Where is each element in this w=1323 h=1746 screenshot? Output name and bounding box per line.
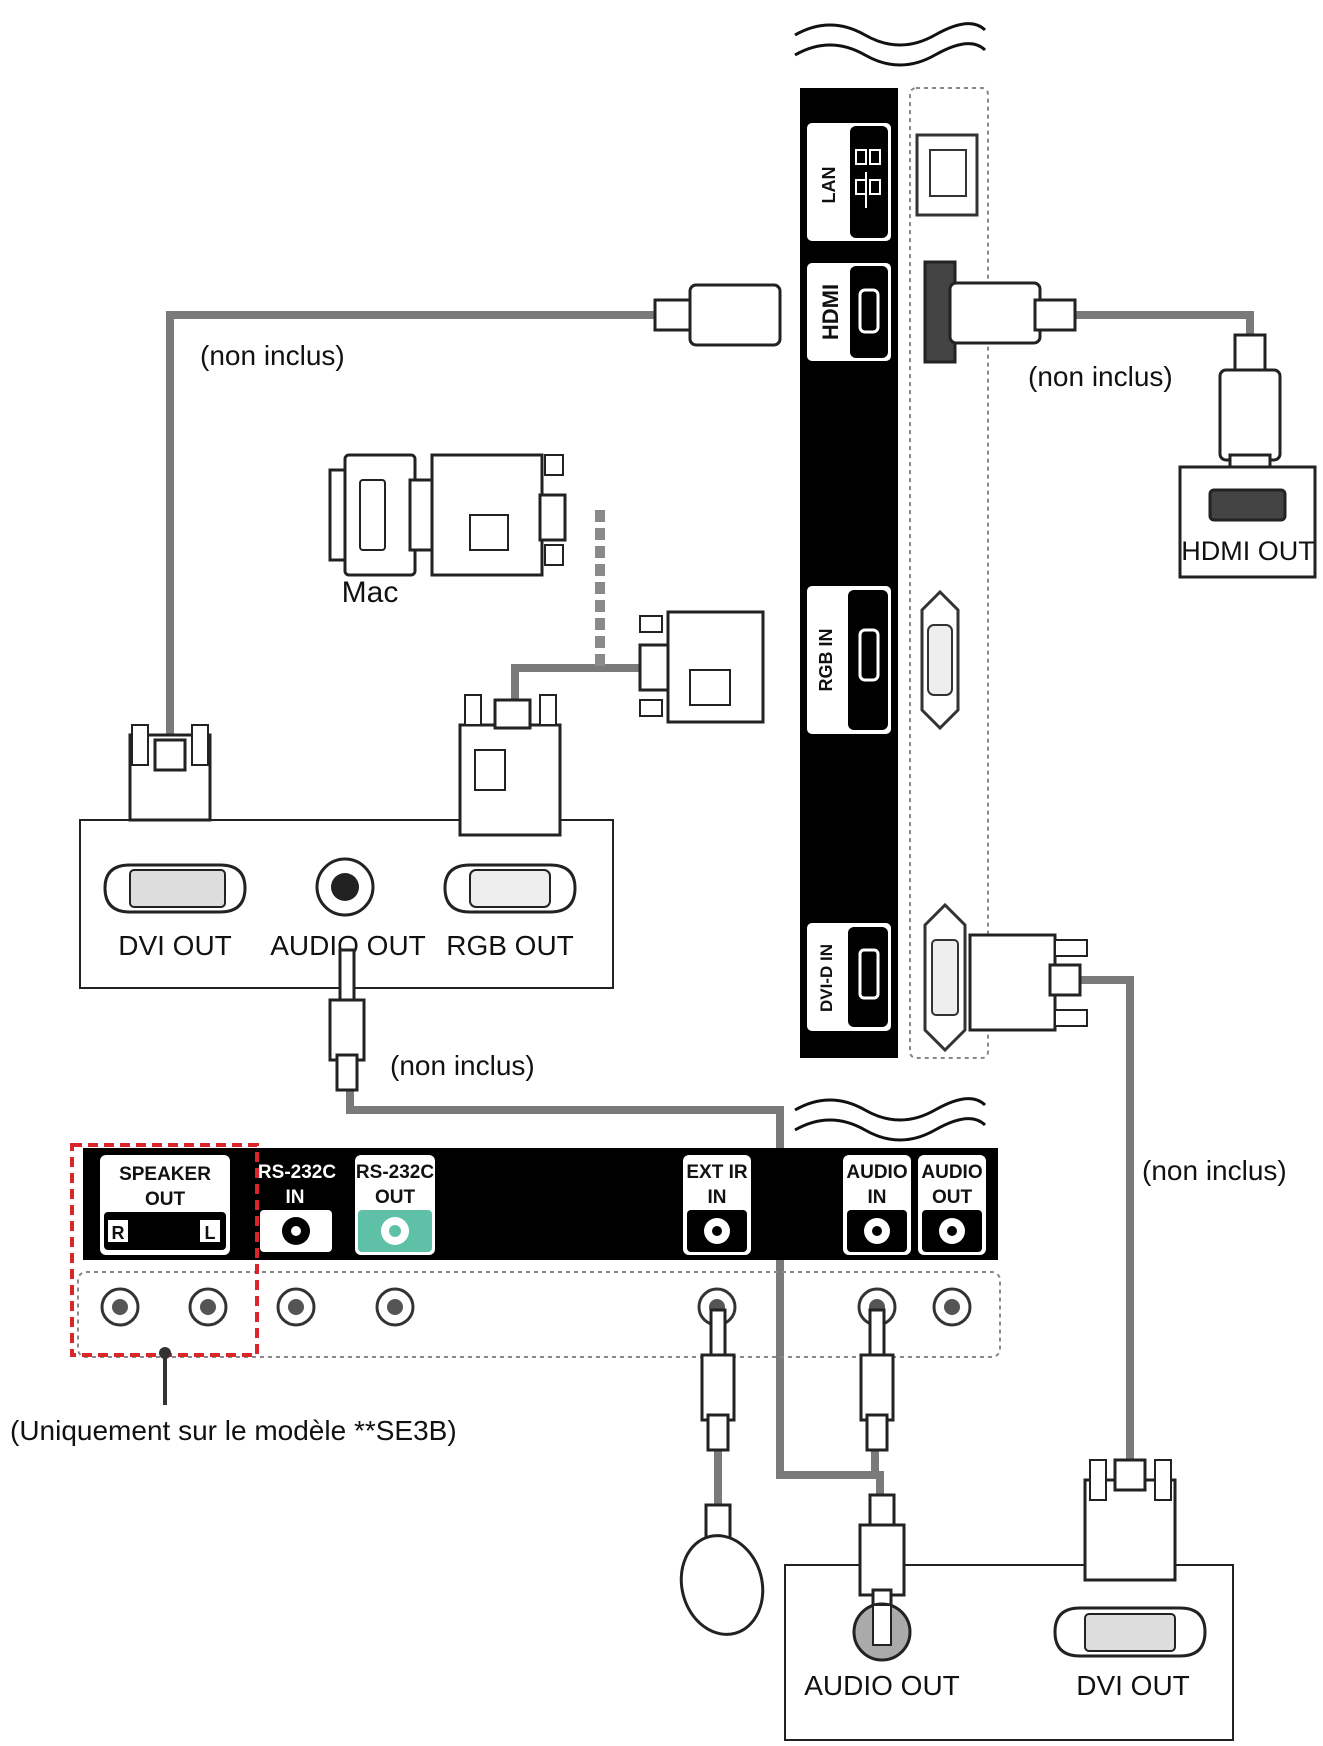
hdmi-plug-device [1218,333,1282,482]
dvi-port-icon [858,948,880,1000]
dvi-plug-side [968,933,1088,1032]
network-icon [855,149,881,208]
rs232c-out-label-2: OUT [375,1187,416,1208]
mac-label: Mac [342,576,399,609]
pc2-dvi-out-label: DVI OUT [1076,1670,1190,1701]
side-panel: LAN HDMI RGB IN DVI-D IN [794,22,989,1142]
mac-adapter [328,453,567,577]
cable-audio-pc1 [346,1090,884,1495]
hdmi-out-port[interactable] [1208,488,1287,522]
model-note: (Uniquement sur le modèle **SE3B) [10,1415,457,1446]
dvi-in-port[interactable] [923,902,967,1053]
rgb-in-port[interactable] [920,589,960,731]
speaker-r-label: R [112,1223,125,1243]
cable-rgb [511,664,640,700]
hdmi-logo: HDMI [818,284,843,340]
pc1-rgb-out-label: RGB OUT [446,930,574,961]
side-panel-dotted-outline [909,87,989,1059]
rs232c-in-label-2: IN [286,1187,305,1208]
dvi-d-in-label: DVI-D IN [817,944,836,1012]
audio-out-label-1: AUDIO [921,1162,982,1183]
hdmi-out-label: HDMI OUT [1181,536,1314,566]
hdmi-device: HDMI OUT [1178,465,1317,579]
audio-in-label-1: AUDIO [846,1162,907,1183]
hdmi-plug-right [948,281,1077,345]
rs232c-in-label-1: RS-232C [258,1162,336,1183]
pc1-dvi-out-port[interactable] [103,863,247,914]
hdmi-port-icon [858,288,880,334]
wave-break-top [794,22,987,47]
hdmi-plug-left [653,283,782,347]
pc1-dvi-out-label: DVI OUT [118,930,232,961]
bottom-jacks-row [100,1287,972,1327]
cables [166,311,1254,1505]
rs232c-out-label-1: RS-232C [356,1162,434,1183]
pc1-panel: DVI OUT AUDIO OUT RGB OUT [79,694,614,1092]
wave-break-top-2 [794,42,987,67]
pc2-audio-out-label: AUDIO OUT [804,1670,960,1701]
wave-break-bottom [794,1097,987,1122]
pc1-rgb-out-port[interactable] [443,863,577,914]
vga-plug-side [638,610,765,724]
hdmi-port[interactable] [923,260,957,364]
audio-in-plug [859,1308,895,1452]
audio-in-label-2: IN [868,1187,887,1208]
pc2-dvi-out-port[interactable] [1053,1606,1207,1658]
note-not-included-dvi: (non inclus) [1142,1155,1287,1186]
cable-hdmi-right [1075,311,1254,335]
rgb-in-label: RGB IN [816,629,836,692]
note-not-included-audio: (non inclus) [390,1050,535,1081]
note-not-included-hdmi-left: (non inclus) [200,340,345,371]
note-not-included-hdmi-right: (non inclus) [1028,361,1173,392]
speaker-out-label-2: OUT [145,1189,186,1210]
speaker-l-label: L [205,1223,216,1243]
side-panel-body [800,88,898,1058]
ext-ir-plug [700,1308,736,1452]
audio-out-label-2: OUT [932,1187,973,1208]
bottom-panel: SPEAKER OUT R L RS-232C IN RS-232C OUT E… [70,1143,1001,1452]
wave-break-bottom-2 [794,1117,987,1142]
pc2-panel: AUDIO OUT DVI OUT [784,1458,1234,1741]
ir-receiver [679,1503,765,1636]
cable-hdmi-to-dvi-pc1 [166,311,655,735]
ext-ir-label-2: IN [708,1187,727,1208]
speaker-out-label-1: SPEAKER [119,1164,211,1185]
lan-label: LAN [819,167,839,204]
rgb-port-icon [858,628,880,682]
bottom-panel-dotted-outline [77,1271,1001,1358]
cable-dvi-pc2 [1080,976,1134,1460]
ext-ir-label-1: EXT IR [686,1162,748,1183]
